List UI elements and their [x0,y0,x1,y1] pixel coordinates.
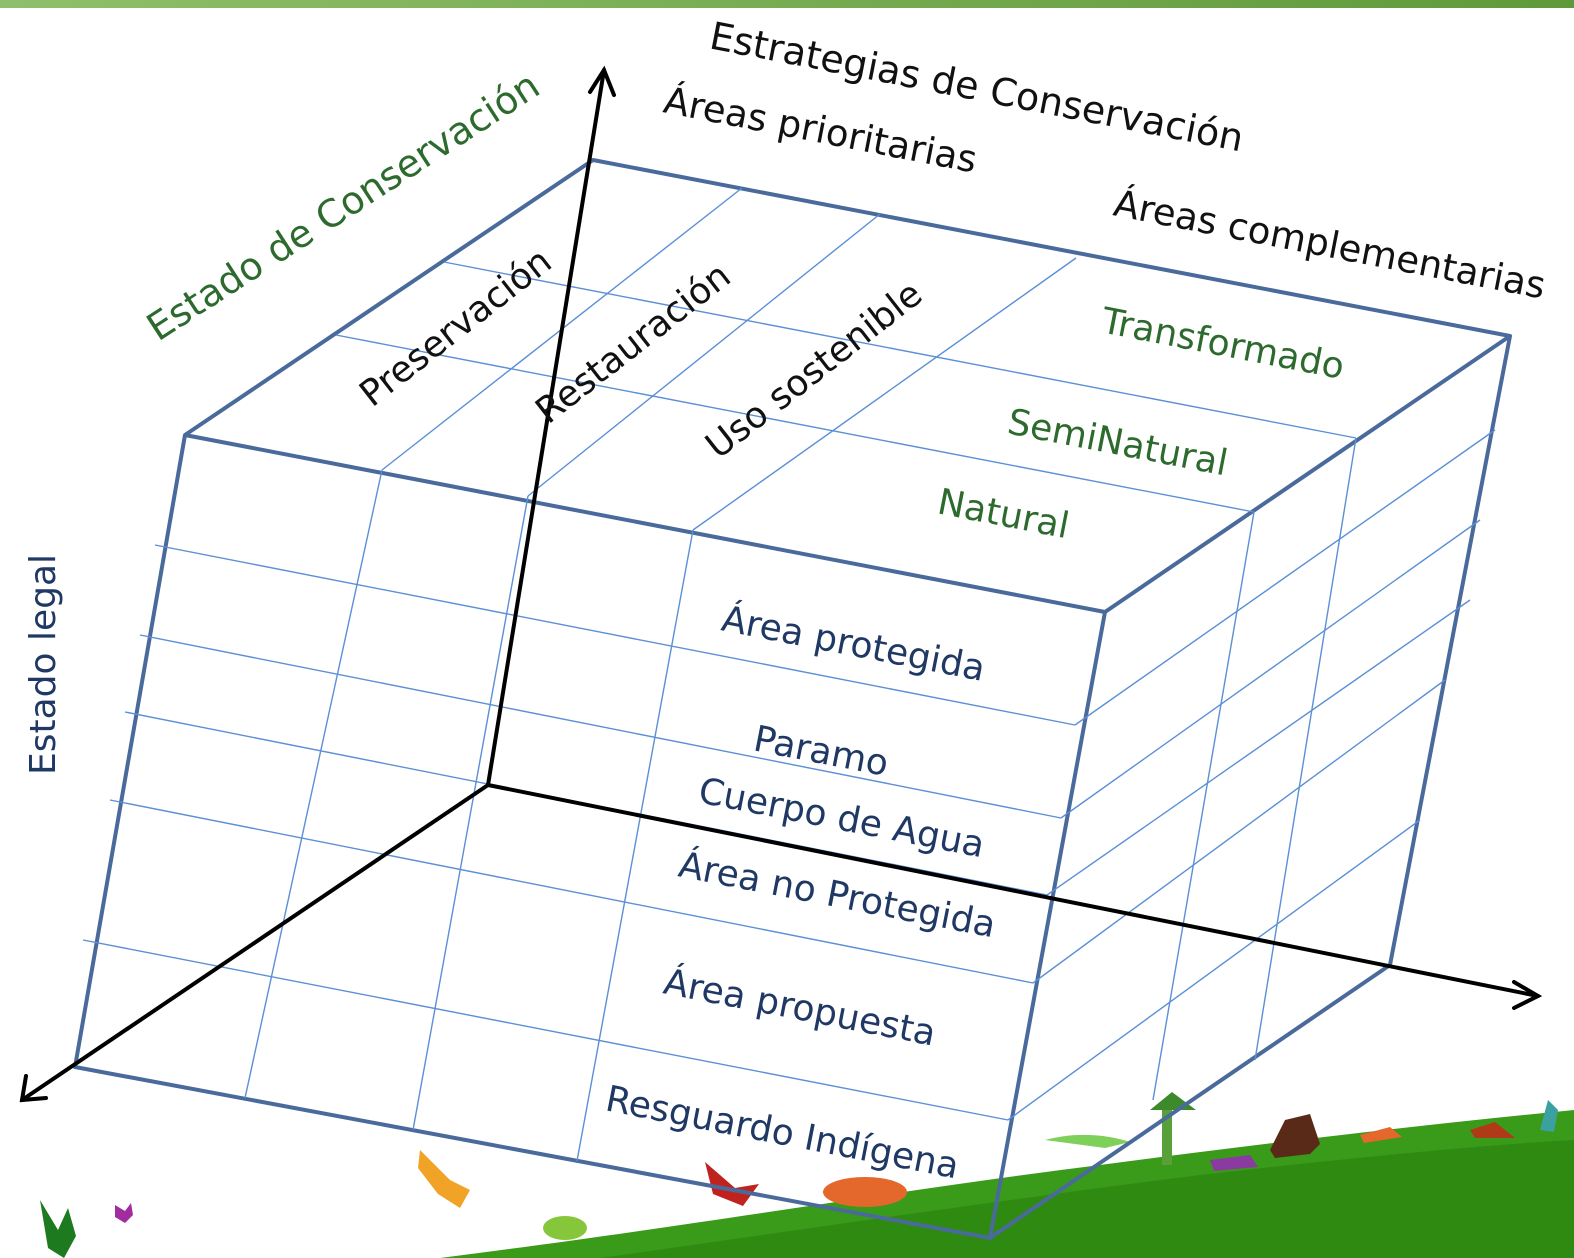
legal-state-resguardo-indigena: Resguardo Indígena [602,1079,962,1188]
conservation-state-transformado: Transformado [1097,300,1347,387]
conservation-state-natural: Natural [934,482,1072,548]
legal-state-paramo: Paramo [750,719,891,785]
legal-state-area-propuesta: Área propuesta [660,961,939,1055]
conservation-state-seminatural: SemiNatural [1004,402,1231,485]
top-face-label-sustainable-use: Uso sostenible [698,273,930,467]
depth-axis [20,783,490,1102]
legal-state-area-protegida: Área protegida [718,598,988,690]
horizontal-axis [486,783,1540,998]
legal-status-axis-title: Estado legal [23,554,64,775]
cube-frame [73,158,1512,1240]
grid-lines [82,187,1496,1162]
axes [19,65,1543,1103]
top-face-label-preservation: Preservación [352,241,559,415]
top-border-strip [0,0,1574,8]
legal-state-cuerpo-de-agua: Cuerpo de Agua [695,771,988,867]
landscape-illustration [40,1092,1574,1258]
vertical-axis [486,68,606,787]
complementary-areas-label: Áreas complementarias [1110,181,1549,308]
